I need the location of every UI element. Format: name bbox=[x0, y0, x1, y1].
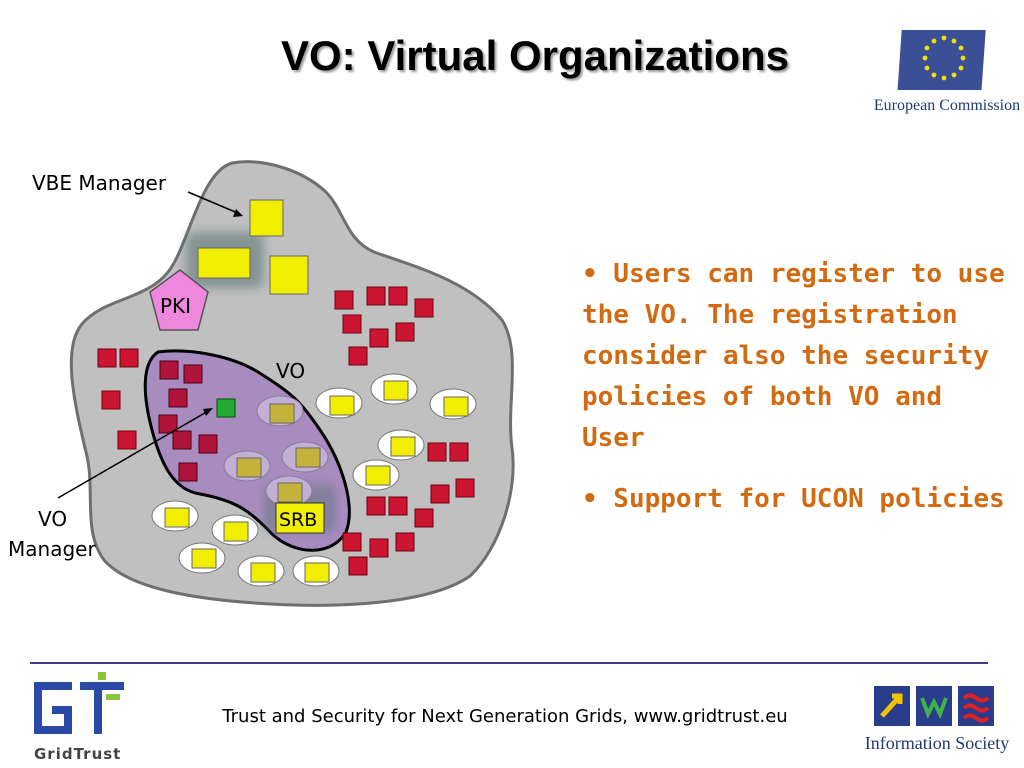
vbe-manager-node bbox=[249, 199, 284, 237]
member-node bbox=[101, 390, 121, 410]
vo-manager-node bbox=[216, 398, 236, 418]
member-node bbox=[388, 286, 408, 306]
member-node bbox=[414, 508, 434, 528]
member-node bbox=[119, 348, 139, 368]
arrowhead-icon bbox=[203, 408, 213, 416]
resource-node bbox=[383, 380, 409, 401]
resource-node bbox=[365, 465, 391, 486]
gridtrust-label: GridTrust bbox=[34, 745, 122, 763]
vbe-manager-node bbox=[269, 255, 309, 295]
member-node bbox=[369, 538, 389, 558]
resource-node bbox=[304, 562, 330, 583]
srb-node bbox=[275, 502, 325, 534]
european-commission-label: European Commission bbox=[873, 97, 1021, 114]
vo-member-node bbox=[178, 462, 198, 482]
member-node bbox=[348, 556, 368, 576]
vo-manager-label-line1: VO bbox=[38, 507, 68, 531]
information-society-logo bbox=[874, 686, 994, 726]
footer-rule bbox=[30, 662, 988, 664]
gridtrust-logo bbox=[34, 672, 124, 734]
vo-member-node bbox=[158, 414, 178, 434]
vo-member-node bbox=[168, 388, 188, 408]
arrowhead-icon bbox=[233, 209, 243, 217]
vo-resource-node bbox=[269, 403, 295, 424]
member-node bbox=[395, 532, 415, 552]
srb-label: SRB bbox=[279, 509, 318, 531]
resource-node bbox=[443, 396, 469, 417]
vo-member-node bbox=[183, 364, 203, 384]
eu-stars-icon bbox=[922, 35, 966, 81]
vo-diagram bbox=[57, 160, 515, 607]
member-node bbox=[395, 322, 415, 342]
member-node bbox=[342, 532, 362, 552]
member-node bbox=[117, 430, 137, 450]
member-node bbox=[414, 298, 434, 318]
slide-title: VO: Virtual Organizations bbox=[281, 32, 789, 79]
member-node bbox=[366, 286, 386, 306]
bullet-list: • Users can register to use the VO. The … bbox=[582, 254, 1012, 540]
bullet-item: • Support for UCON policies bbox=[582, 484, 1005, 514]
vo-manager-arrow bbox=[57, 409, 211, 499]
member-node bbox=[348, 346, 368, 366]
vbe-manager-label: VBE Manager bbox=[32, 171, 167, 195]
vo-resource-node bbox=[295, 447, 321, 468]
resource-node bbox=[390, 436, 416, 457]
vo-member-node bbox=[159, 360, 179, 380]
bullet-item: • Users can register to use the VO. The … bbox=[582, 259, 1005, 453]
vbe-manager-arrow bbox=[187, 191, 241, 215]
resource-node bbox=[329, 395, 355, 416]
information-society-label: Information Society bbox=[864, 733, 1010, 753]
member-node bbox=[369, 328, 389, 348]
member-node bbox=[342, 314, 362, 334]
vbe-manager-node bbox=[197, 247, 251, 279]
vo-resource-node bbox=[277, 482, 303, 503]
footer-text: Trust and Security for Next Generation G… bbox=[222, 706, 788, 727]
member-node bbox=[427, 442, 447, 462]
member-node bbox=[366, 496, 386, 516]
member-node bbox=[449, 442, 469, 462]
resource-node bbox=[223, 521, 249, 542]
member-node bbox=[455, 478, 475, 498]
member-node bbox=[388, 496, 408, 516]
vo-label: VO bbox=[276, 359, 306, 383]
vo-manager-label-line2: Manager bbox=[8, 537, 96, 561]
resource-node bbox=[250, 562, 276, 583]
member-node bbox=[430, 484, 450, 504]
resource-node bbox=[191, 548, 217, 569]
vo-member-node bbox=[198, 434, 218, 454]
pki-label: PKI bbox=[160, 294, 192, 318]
vo-resource-node bbox=[236, 457, 262, 478]
resource-node bbox=[164, 507, 190, 528]
vo-member-node bbox=[172, 430, 192, 450]
member-node bbox=[97, 348, 117, 368]
member-node bbox=[334, 290, 354, 310]
european-commission-logo bbox=[897, 30, 986, 90]
pki-node bbox=[149, 269, 209, 331]
